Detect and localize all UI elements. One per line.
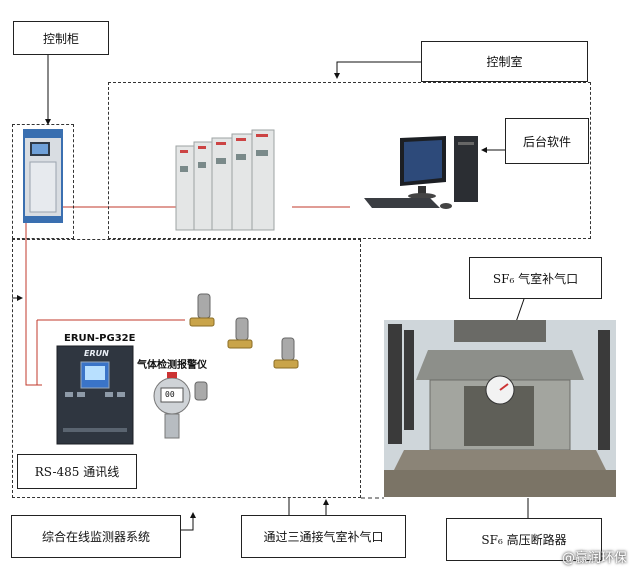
arrow-monitoring	[181, 512, 196, 531]
sf6-breaker-label: SF₆ 高压断路器	[446, 518, 602, 561]
control-cabinet-zone	[12, 124, 74, 239]
monitoring-zone	[12, 239, 361, 498]
backend-software-label: 后台软件	[505, 118, 589, 164]
arrow-control-room	[334, 61, 421, 79]
gas-detector-display: 00	[165, 390, 175, 399]
tee-joint-label: 通过三通接气室补气口	[241, 515, 406, 558]
gas-sensors	[189, 293, 299, 369]
control-cabinet-unit	[23, 129, 63, 223]
controller-unit	[56, 345, 134, 445]
control-cabinet-label: 控制柜	[13, 21, 109, 55]
gas-detector-unit	[153, 372, 208, 439]
computer-workstation	[364, 136, 478, 209]
controller-brand: ERUN	[84, 349, 109, 358]
control-room-zone	[108, 82, 591, 239]
controller-model-label: ERUN-PG32E	[64, 333, 136, 344]
arrow-sf6-port	[515, 298, 525, 323]
sf6-breaker-photo	[384, 320, 616, 497]
sf6-refill-port-label: SF₆ 气室补气口	[469, 257, 602, 299]
monitoring-system-label: 综合在线监测器系统	[11, 515, 181, 558]
watermark: @赢润环保	[561, 551, 627, 566]
rs485-label: RS-485 通讯线	[17, 454, 137, 489]
control-room-label: 控制室	[421, 41, 588, 82]
control-room-panels	[175, 129, 275, 231]
gas-detector-title: 气体检测报警仪	[137, 360, 207, 371]
breaker-photo-illustration	[384, 320, 616, 497]
